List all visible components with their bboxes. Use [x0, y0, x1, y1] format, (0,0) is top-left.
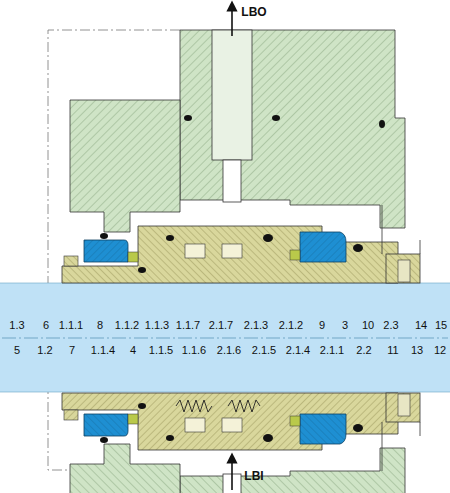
callout-number: 11	[387, 344, 398, 356]
flow-label: LBI	[244, 470, 263, 482]
callout-number: 12	[434, 344, 446, 356]
callout-number: 4	[130, 344, 136, 356]
callout-number: 1.1.1	[59, 319, 83, 331]
callout-number: 2.2	[356, 344, 371, 356]
callout-number: 1.1.4	[91, 344, 115, 356]
callout-number: 2.1.5	[252, 344, 276, 356]
callout-number: 1.1.2	[115, 319, 139, 331]
callout-number: 9	[319, 319, 325, 331]
callout-number: 1.1.7	[176, 319, 200, 331]
callout-number: 10	[362, 319, 374, 331]
callout-number: 2.1.1	[320, 344, 344, 356]
callout-number: 2.1.4	[286, 344, 310, 356]
callout-number: 1.1.3	[145, 319, 169, 331]
callout-number: 1.2	[37, 344, 52, 356]
callout-number: 13	[411, 344, 423, 356]
callout-number: 2.1.2	[279, 319, 303, 331]
callout-number: 2.1.7	[209, 319, 233, 331]
callout-number: 14	[415, 319, 427, 331]
callout-number: 3	[342, 319, 348, 331]
callout-number: 7	[69, 344, 75, 356]
callout-number: 2.1.3	[244, 319, 268, 331]
callout-number: 5	[14, 344, 20, 356]
callout-number: 1.1.6	[182, 344, 206, 356]
callout-number: 2.3	[383, 319, 398, 331]
callout-number: 8	[97, 319, 103, 331]
callout-number: 15	[435, 319, 447, 331]
callout-number: 2.1.6	[217, 344, 241, 356]
callout-number: 1.3	[9, 319, 24, 331]
flow-label: LBO	[241, 6, 266, 18]
callout-number: 1.1.5	[149, 344, 173, 356]
callout-number: 6	[43, 319, 49, 331]
